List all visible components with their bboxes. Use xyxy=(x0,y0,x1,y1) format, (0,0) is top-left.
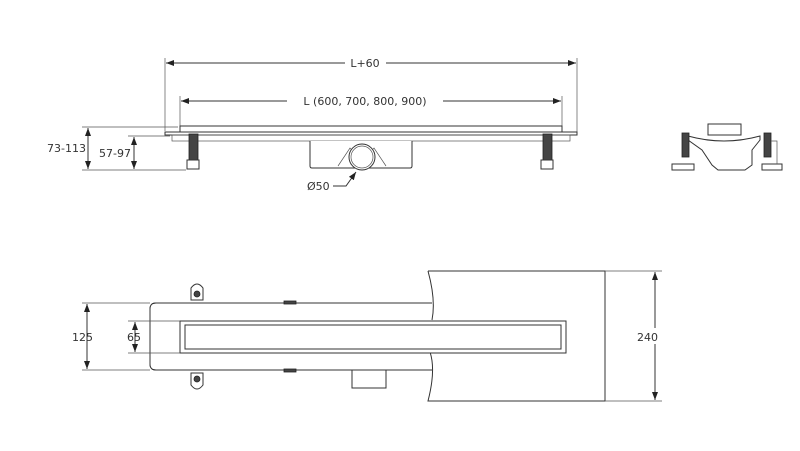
total-height-dimension: 73-113 xyxy=(47,128,91,169)
adjustable-foot-right xyxy=(540,133,554,170)
grate xyxy=(179,320,567,354)
outlet-pipe xyxy=(348,143,376,171)
grate-width-dimension: 65 xyxy=(127,322,141,352)
flange xyxy=(164,131,578,136)
body-width-label: 125 xyxy=(72,331,93,344)
tile-width-label: 240 xyxy=(637,331,658,344)
length-label: L (600, 700, 800, 900) xyxy=(303,95,426,108)
length-dimension: L (600, 700, 800, 900) xyxy=(181,95,561,108)
side-view xyxy=(671,123,783,171)
top-view: 125 65 240 xyxy=(72,270,670,402)
channel-height-dimension: 57-97 xyxy=(99,137,137,169)
mounting-bracket-bottom xyxy=(190,372,204,390)
outlet-diameter-callout: Ø50 xyxy=(307,171,357,193)
overall-length-label: L+60 xyxy=(350,57,379,70)
channel-height-label: 57-97 xyxy=(99,147,131,160)
overall-length-dimension: L+60 xyxy=(166,57,576,70)
channel-ribs xyxy=(171,134,571,142)
outlet-diameter-label: Ø50 xyxy=(307,180,330,193)
grate-width-label: 65 xyxy=(127,331,141,344)
body-width-dimension: 125 xyxy=(72,304,93,369)
outlet-stub xyxy=(351,369,387,389)
front-view: L+60 L (600, 700, 800, 900) 73-113 xyxy=(47,57,578,193)
adjustable-foot-left xyxy=(186,133,200,170)
mounting-bracket-top xyxy=(190,283,204,301)
total-height-label: 73-113 xyxy=(47,142,86,155)
grate-plate xyxy=(179,125,563,133)
tile-width-dimension: 240 xyxy=(637,272,670,400)
